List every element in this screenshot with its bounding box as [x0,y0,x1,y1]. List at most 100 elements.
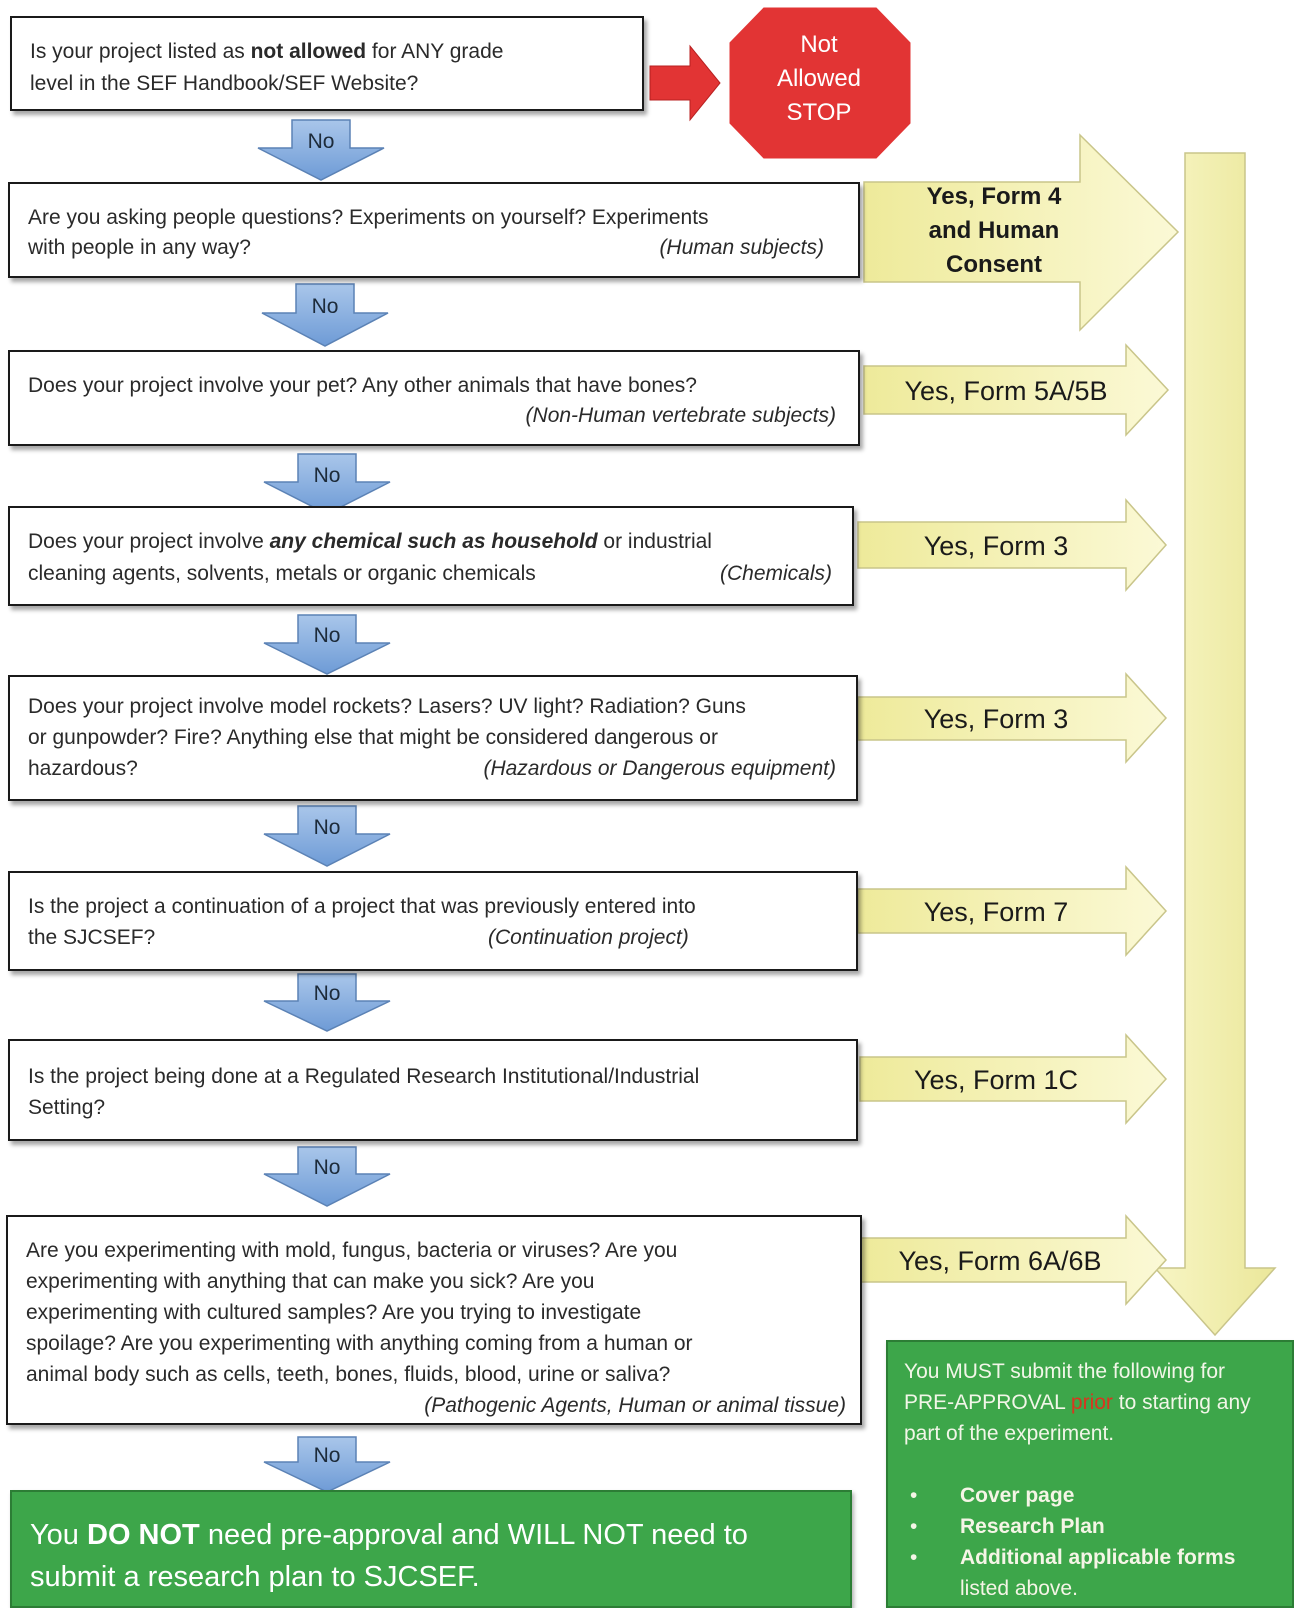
yes-label-form-4: Yes, Form 4 and Human Consent [884,180,1104,282]
bullet-icon: • [910,1484,918,1507]
requirements-prior: prior [1070,1391,1113,1414]
question-category: (Hazardous or Dangerous equipment) [483,757,836,780]
no-arrow-1 [257,119,385,181]
question-text: Does your project involve model rockets?… [28,695,746,718]
question-text: Setting? [28,1096,106,1119]
yes-arrow-4 [857,672,1168,764]
question-pathogenic-agents: Are you experimenting with mold, fungus,… [6,1215,862,1425]
requirements-list: • Cover page • Research Plan • Additional a… [904,1480,1235,1604]
no-arrow-7 [263,1146,391,1207]
no-label: No [313,464,341,487]
yes-label-form-6a6b: Yes, Form 6A/6B [898,1246,1102,1276]
question-text: Is your project listed as [30,40,251,63]
no-label: No [313,1156,341,1179]
bullet-icon: • [910,1515,918,1538]
bullet-icon: • [910,1546,918,1569]
no-label: No [311,295,339,318]
question-text: Is the project a continuation of a proje… [28,895,696,918]
yes-label-form-7: Yes, Form 7 [923,897,1069,927]
final-text: You [30,1519,87,1551]
no-arrow-5 [263,805,391,867]
question-text: spoilage? Are you experimenting with any… [26,1332,693,1355]
question-text: hazardous? [28,757,138,780]
requirement-label: Additional applicable forms [960,1546,1236,1569]
no-label: No [307,130,335,153]
final-text-bold: DO NOT [87,1519,200,1551]
yes-arrow-7 [859,1214,1168,1306]
stop-line-2: Allowed [776,65,862,92]
yes-line: Consent [946,251,1042,278]
yes-line: Yes, Form 4 [926,183,1062,210]
question-text: experimenting with cultured samples? Are… [26,1301,642,1324]
final-text: submit a research plan to SJCSEF. [30,1561,480,1593]
question-text-bold: not allowed [250,40,367,63]
question-human-subjects: Are you asking people questions? Experim… [8,182,860,278]
yes-arrow-6 [859,1033,1168,1125]
question-text: Are you experimenting with mold, fungus,… [26,1239,678,1262]
final-text: need pre-approval and WILL NOT need to [199,1519,748,1551]
question-hazardous: Does your project involve model rockets?… [8,675,858,801]
no-preapproval-box: You DO NOT need pre-approval and WILL NO… [10,1490,852,1608]
no-label: No [313,624,341,647]
no-label: No [313,1444,341,1467]
requirements-intro: to starting any part of the experiment. [904,1391,1251,1445]
yes-label-form-1c: Yes, Form 1C [913,1065,1079,1095]
requirement-label: Research Plan [960,1515,1105,1538]
no-arrow-6 [263,973,391,1032]
list-item: • Cover page [904,1480,1235,1511]
yes-label-form-3-chemicals: Yes, Form 3 [923,531,1069,561]
no-arrow-8 [263,1436,391,1493]
question-continuation: Is the project a continuation of a proje… [8,871,858,971]
list-item: listed above. [904,1573,1235,1604]
question-category: (Chemicals) [719,562,832,585]
no-arrow-3 [263,453,391,515]
yes-arrow-3 [857,498,1168,592]
yes-label-form-3-hazardous: Yes, Form 3 [923,704,1069,734]
yes-label-form-5a5b: Yes, Form 5A/5B [904,376,1108,406]
question-category: (Continuation project) [488,926,689,949]
stop-line-1: Not [800,31,838,58]
yes-arrow-5 [857,865,1168,957]
requirement-tail: listed above. [960,1577,1078,1600]
no-arrow-4 [263,614,391,675]
yes-line: and Human [928,217,1060,244]
question-text: or industrial [597,530,712,553]
question-text: with people in any way? [28,236,251,259]
question-text: for ANY grade [366,40,504,63]
red-arrow [649,44,721,122]
yes-arrow-2 [863,343,1170,437]
question-text: or gunpowder? Fire? Anything else that m… [28,726,718,749]
no-label: No [313,982,341,1005]
question-text: Is the project being done at a Regulated… [28,1065,700,1088]
requirements-intro: You MUST submit the following for PRE-AP… [904,1360,1225,1414]
question-text: Does your project involve your pet? Any … [28,374,697,397]
question-text-bold: any chemical such as household [269,530,598,553]
question-text: level in the SEF Handbook/SEF Website? [30,72,419,95]
question-category: (Non-Human vertebrate subjects) [525,404,836,427]
question-text: Are you asking people questions? Experim… [28,206,709,229]
no-label: No [313,816,341,839]
no-arrows [257,119,391,1493]
question-text: animal body such as cells, teeth, bones,… [26,1363,671,1386]
requirement-label: Cover page [960,1484,1075,1507]
question-text: experimenting with anything that can mak… [26,1270,595,1293]
stop-sign-icon [726,4,914,162]
question-regulated-research: Is the project being done at a Regulated… [8,1039,858,1141]
no-arrow-2 [261,283,389,347]
stop-line-3: STOP [786,99,852,126]
preapproval-requirements-box: You MUST submit the following for PRE-AP… [886,1340,1294,1608]
question-not-allowed: Is your project listed as not allowed fo… [10,16,644,111]
list-item: • Research Plan [904,1511,1235,1542]
question-vertebrate-subjects: Does your project involve your pet? Any … [8,350,860,446]
question-category: (Human subjects) [659,236,824,259]
question-text: the SJCSEF? [28,926,156,949]
stop-sign-label: Not Allowed STOP [734,28,904,130]
question-chemicals: Does your project involve any chemical s… [8,506,854,606]
question-text: cleaning agents, solvents, metals or org… [28,562,536,585]
question-category: (Pathogenic Agents, Human or animal tiss… [424,1394,846,1417]
question-text: Does your project involve [28,530,270,553]
yes-arrow-1 [863,133,1180,332]
list-item: • Additional applicable forms [904,1542,1235,1573]
collector-arrow [1153,152,1277,1337]
